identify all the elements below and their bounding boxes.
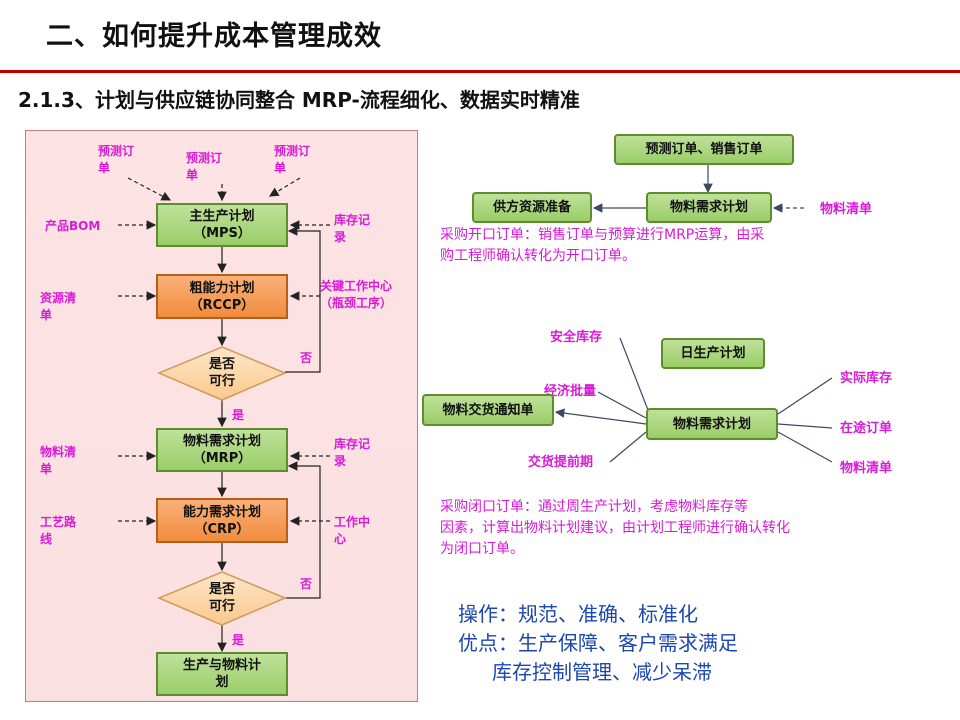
forecast-sales-orders-box: 预测订单、销售订单	[614, 134, 794, 165]
product-bom-label: 产品BOM	[45, 219, 101, 233]
section-subtitle: 2.1.3、计划与供应链协同整合 MRP-流程细化、数据实时精准	[18, 88, 580, 112]
no-label-1: 否	[300, 351, 313, 365]
open-bom-label: 物料清单	[820, 202, 873, 217]
feasibility-diamond-1	[157, 346, 287, 401]
delivery-notice-box: 物料交货通知单	[422, 394, 554, 426]
key-work-center-label: 关键工作中心 （瓶颈工序）	[320, 279, 393, 310]
resource-list-label: 资源清 单	[40, 291, 77, 322]
forecast-order-label-2: 预测订 单	[186, 151, 223, 182]
material-list-label: 物料清 单	[40, 445, 77, 476]
mrp-box: 物料需求计划 （MRP）	[156, 428, 288, 472]
decision-text-1: 是否 可行	[208, 357, 235, 389]
feasibility-diamond-2	[157, 571, 287, 626]
summary-advantage: 优点：生产保障、客户需求满足	[458, 631, 738, 655]
page-title: 二、如何提升成本管理成效	[46, 21, 382, 52]
lead-time-label: 交货提前期	[528, 455, 594, 470]
supplier-resource-box: 供方资源准备	[472, 192, 592, 223]
forecast-order-label-1: 预测订 单	[98, 144, 135, 175]
closed-material-list-label: 物料清单	[840, 461, 893, 476]
closed-mrp-box: 物料需求计划	[646, 408, 778, 440]
rccp-box: 粗能力计划 （RCCP）	[156, 274, 288, 319]
inventory-record-label-1: 库存记 录	[334, 213, 371, 244]
mps-box: 主生产计划 （MPS）	[156, 203, 288, 247]
summary-operation: 操作：规范、准确、标准化	[458, 602, 698, 626]
yes-label-2: 是	[232, 633, 245, 647]
summary-inventory: 库存控制管理、减少呆滞	[492, 660, 712, 684]
production-plan-box: 生产与物料计 划	[156, 652, 288, 696]
title-divider	[0, 70, 960, 73]
economic-batch-label: 经济批量	[544, 384, 597, 399]
process-route-label: 工艺路 线	[40, 515, 77, 546]
closed-order-note: 采购闭口订单：通过周生产计划，考虑物料库存等 因素，计算出物料计划建议，由计划工…	[440, 499, 790, 557]
daily-plan-box: 日生产计划	[661, 338, 765, 369]
actual-stock-label: 实际库存	[840, 371, 893, 386]
safety-stock-label: 安全库存	[550, 330, 603, 345]
open-order-note: 采购开口订单：销售订单与预算进行MRP运算，由采 购工程师确认转化为开口订单。	[440, 227, 765, 264]
open-mrp-box: 物料需求计划	[646, 192, 772, 223]
forecast-order-label-3: 预测订 单	[274, 144, 311, 175]
decision-text-2: 是否 可行	[208, 582, 235, 614]
crp-box: 能力需求计划 （CRP）	[156, 498, 288, 543]
work-center-label: 工作中 心	[334, 515, 371, 546]
in-transit-label: 在途订单	[840, 421, 893, 436]
yes-label-1: 是	[232, 408, 245, 422]
inventory-record-label-2: 库存记 录	[334, 437, 371, 468]
no-label-2: 否	[300, 577, 313, 591]
